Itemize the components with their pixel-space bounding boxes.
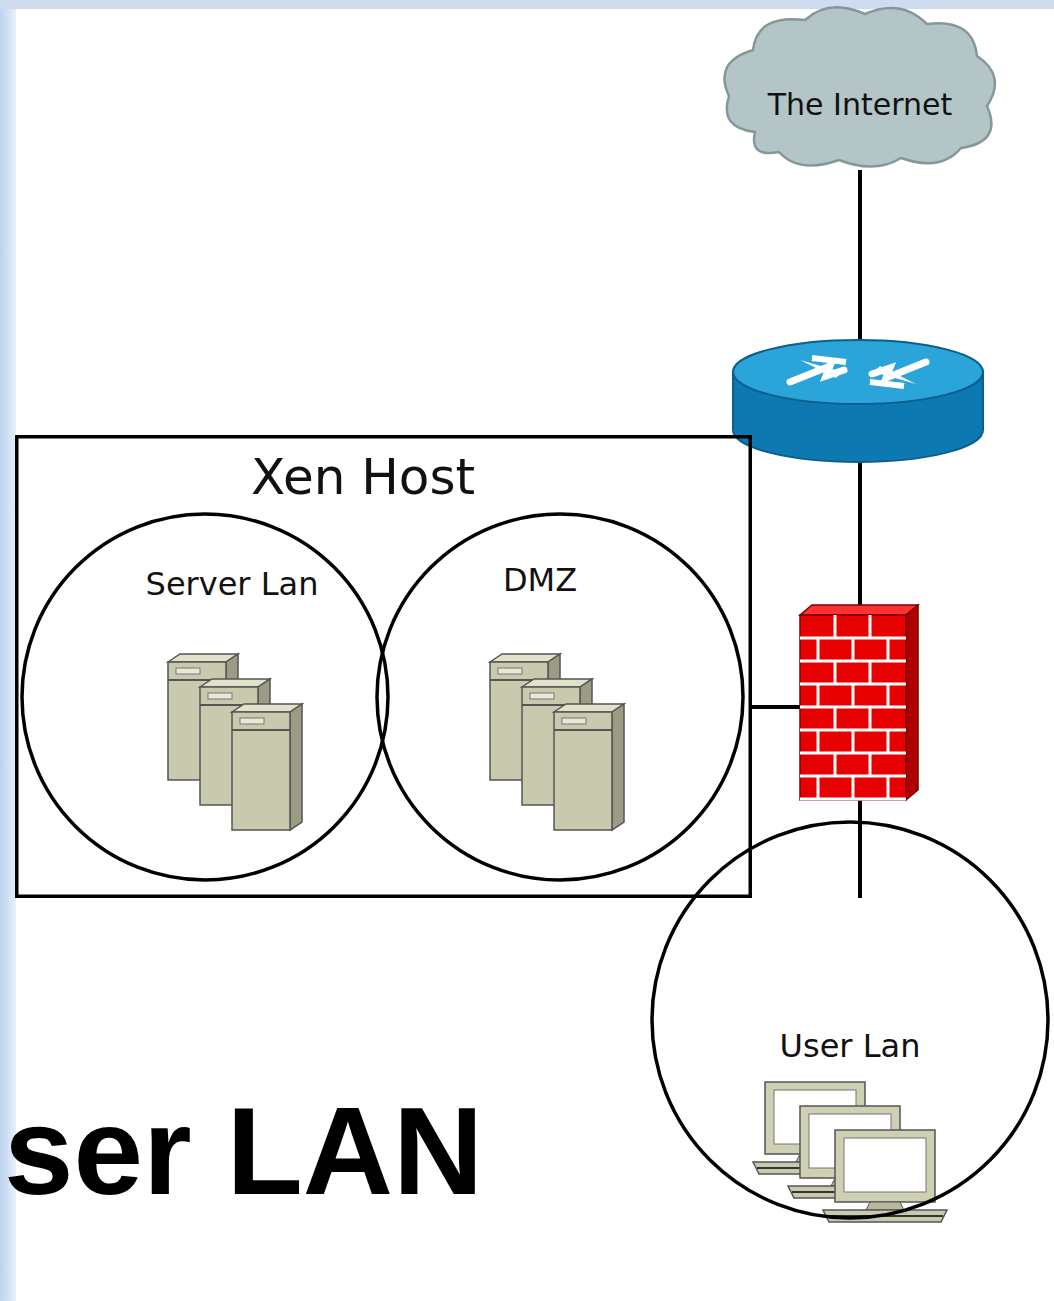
host-box: Xen HostServer Lan DMZ <box>15 435 752 898</box>
firewall-symbol <box>800 605 918 800</box>
network-circle: Server Lan <box>20 512 390 882</box>
network-link <box>858 820 862 898</box>
node-label: DMZ <box>503 562 577 599</box>
computer-icons <box>753 1082 947 1222</box>
router-symbol <box>733 340 983 462</box>
cloud-node: The Internet <box>715 0 1005 170</box>
slide-heading: ser LAN <box>4 1088 483 1213</box>
node-label: Server Lan <box>146 566 319 603</box>
node-label: The Internet <box>768 88 952 123</box>
node-label: Xen Host <box>251 449 475 507</box>
network-circle: User Lan <box>650 820 1050 1220</box>
node-label: User Lan <box>780 1028 921 1065</box>
network-circle: DMZ <box>375 512 745 882</box>
network-circle-outline <box>650 820 1050 1220</box>
cloud-node-outline <box>715 0 1005 170</box>
server-icons <box>168 654 624 830</box>
